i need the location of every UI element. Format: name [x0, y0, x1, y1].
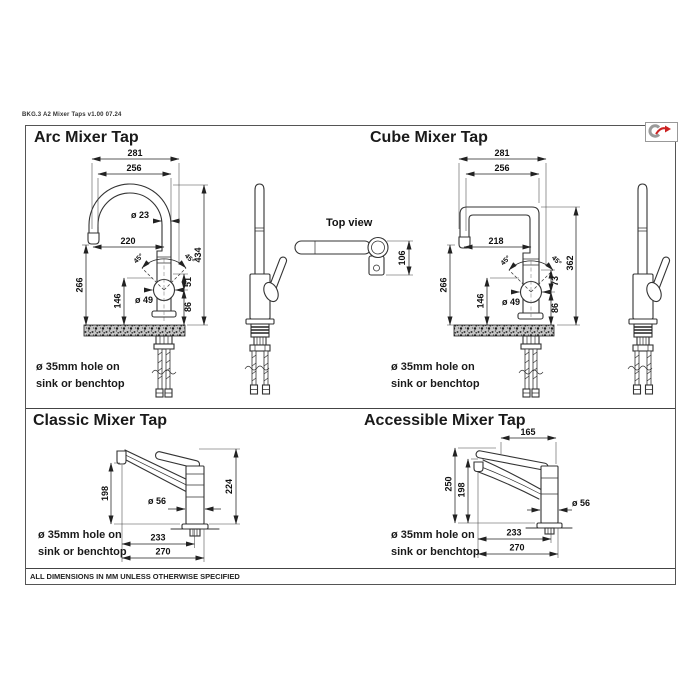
arc-benchtop — [83, 324, 186, 337]
classic-hole-note-line2: sink or benchtop — [38, 546, 127, 558]
arc-dim-inner-width: 256 — [126, 163, 141, 173]
cube-dim-upper-seg: 73 — [550, 276, 560, 286]
cube-mounting-hardware — [518, 335, 544, 398]
top-view-drawing: 106 — [294, 236, 413, 276]
accessible-dim-body-dia: ø 56 — [572, 498, 590, 508]
cube-side-view — [627, 183, 671, 395]
arc-section-title: Arc Mixer Tap — [34, 129, 139, 146]
cube-benchtop — [453, 324, 555, 337]
classic-dim-overall-reach: 270 — [155, 547, 170, 557]
arc-dim-body-height: 146 — [113, 293, 123, 308]
classic-view: 198 224 ø 56 233 270 — [100, 448, 240, 562]
classic-dim-body-dia: ø 56 — [148, 496, 166, 506]
arc-side-outline — [249, 183, 288, 320]
cube-dim-inner-width: 256 — [494, 163, 509, 173]
cube-dim-overall-width: 281 — [494, 148, 509, 158]
classic-dim-reach: 233 — [150, 533, 165, 543]
cube-swing-right-angle: 45° — [550, 254, 563, 267]
accessible-dim-reach: 233 — [506, 528, 521, 538]
arc-dim-reach: 220 — [120, 236, 135, 246]
accessible-dim-overall-height: 250 — [444, 476, 454, 491]
arc-dim-spout-dia: ø 23 — [131, 210, 149, 220]
cube-hole-note: ø 35mm hole on sink or benchtop — [391, 359, 480, 393]
arc-dimensions: 281 256 ø 23 220 434 266 146 — [75, 148, 208, 326]
cube-dim-body-dia: ø 49 — [502, 297, 520, 307]
cube-hole-note-line1: ø 35mm hole on — [391, 361, 475, 373]
arc-dim-overall-height: 434 — [193, 247, 203, 262]
arc-side-hardware — [244, 318, 275, 395]
arc-hole-note: ø 35mm hole on sink or benchtop — [36, 359, 125, 393]
top-view-label: Top view — [326, 217, 373, 229]
accessible-faucet-outline — [473, 450, 573, 535]
cube-dim-reach: 218 — [488, 236, 503, 246]
section-divider — [26, 408, 675, 409]
cube-front-view: 281 256 218 266 146 73 86 362 — [439, 148, 580, 398]
classic-dimensions: 198 224 ø 56 233 270 — [100, 448, 240, 562]
arc-dim-spout-height: 266 — [75, 277, 85, 292]
accessible-view: 165 250 198 ø 56 233 270 — [444, 427, 590, 558]
accessible-dim-overall-reach: 270 — [509, 543, 524, 553]
arc-mounting-hardware — [151, 335, 177, 398]
cube-faucet-outline — [458, 206, 554, 320]
accessible-section-title: Accessible Mixer Tap — [364, 412, 526, 429]
document-code: BKG.3 A2 Mixer Taps v1.00 07.24 — [22, 112, 122, 118]
arc-dim-overall-width: 281 — [127, 148, 142, 158]
accessible-hole-note-line1: ø 35mm hole on — [391, 529, 475, 541]
cube-side-hardware — [627, 318, 658, 395]
cube-side-outline — [632, 183, 671, 320]
arc-dim-upper-seg: 51 — [183, 277, 193, 287]
classic-section-title: Classic Mixer Tap — [33, 412, 167, 429]
cube-dim-spout-height: 266 — [439, 277, 449, 292]
accessible-dimensions: 165 250 198 ø 56 233 270 — [444, 427, 590, 558]
accessible-hole-note: ø 35mm hole on sink or benchtop — [391, 527, 480, 561]
arc-dim-body-dia: ø 49 — [135, 295, 153, 305]
cube-dim-lower-seg: 86 — [550, 303, 560, 313]
classic-dim-overall-height: 224 — [224, 479, 234, 494]
brand-red-arrow-logo-icon — [648, 124, 671, 138]
cube-dimensions: 281 256 218 266 146 73 86 362 — [439, 148, 580, 326]
accessible-dim-handle-length: 165 — [520, 427, 535, 437]
classic-hole-note-line1: ø 35mm hole on — [38, 529, 122, 541]
arc-hole-note-line2: sink or benchtop — [36, 378, 125, 390]
classic-faucet-outline — [116, 449, 220, 537]
arc-dim-lower-seg: 86 — [183, 302, 193, 312]
classic-hole-note: ø 35mm hole on sink or benchtop — [38, 527, 127, 561]
footer-rule — [26, 568, 675, 569]
accessible-hole-note-line2: sink or benchtop — [391, 546, 480, 558]
brand-logo — [645, 122, 678, 142]
arc-hole-note-line1: ø 35mm hole on — [36, 361, 120, 373]
cube-dim-overall-height: 362 — [565, 255, 575, 270]
arc-faucet-outline — [87, 183, 187, 321]
arc-swing-left-angle: 45° — [132, 252, 145, 265]
cube-swing-left-angle: 45° — [499, 254, 512, 267]
dimensions-footnote: ALL DIMENSIONS IN MM UNLESS OTHERWISE SP… — [30, 572, 240, 581]
arc-front-view: 281 256 ø 23 220 434 266 146 — [75, 148, 208, 398]
arc-side-view — [244, 183, 288, 395]
top-view-dimensions: 106 — [386, 240, 413, 276]
cube-dim-body-height: 146 — [476, 293, 486, 308]
classic-dim-spout-height: 198 — [100, 486, 110, 501]
accessible-dim-spout-height: 198 — [457, 482, 467, 497]
cube-section-title: Cube Mixer Tap — [370, 129, 488, 146]
top-view-dim-depth: 106 — [397, 250, 407, 265]
top-view-outline — [294, 236, 389, 276]
drawing-sheet: Arc Mixer Tap Cube Mixer Tap — [25, 125, 676, 585]
cube-hole-note-line2: sink or benchtop — [391, 378, 480, 390]
